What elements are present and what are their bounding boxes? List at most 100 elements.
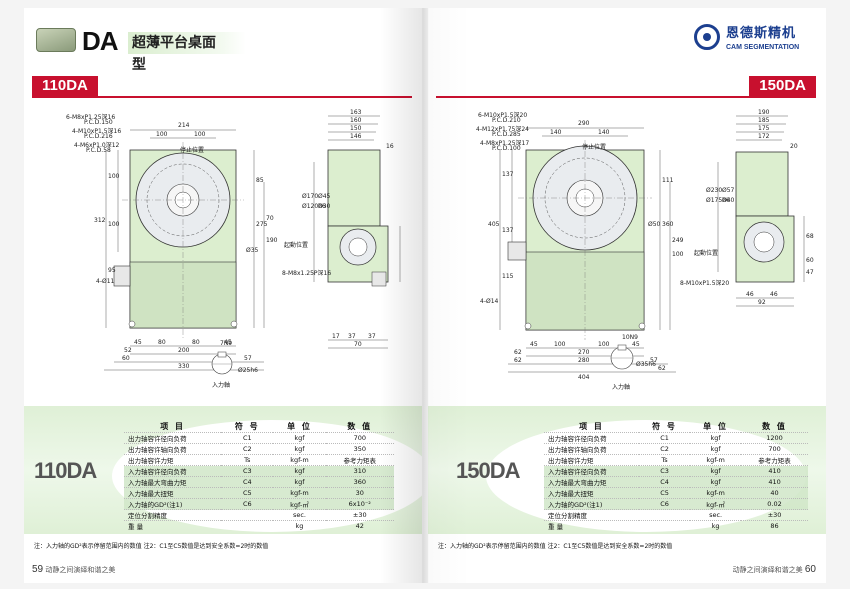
dims-top: 214 100 100 163 160 150 146 16 [156, 109, 394, 150]
start-position-label: 起動位置 [284, 242, 309, 249]
dims-bottom: 45 100 100 45 62 270 57 62 280 62 404 46… [514, 291, 778, 381]
dim-146: 146 [350, 133, 362, 140]
dim-d30: Ø30 [318, 203, 331, 210]
dim-100a: 100 [156, 131, 168, 138]
dim-172: 172 [758, 133, 770, 140]
series-header: DA 超薄平台桌面型 [36, 26, 246, 73]
technical-drawing: 214 100 100 163 160 150 146 16 45 80 80 … [94, 109, 401, 375]
dim-185: 185 [758, 117, 770, 124]
mount-hole-label: 4-Ø11 [96, 278, 115, 285]
spec-header-row: 项 目 符 号 单 位 数 值 [124, 421, 394, 433]
dim-140a: 140 [550, 129, 562, 136]
col-value: 数 值 [347, 422, 373, 431]
page-left: DA 超薄平台桌面型 110DA [24, 8, 422, 583]
thread-label: 8-M8x1.25P深16 [282, 270, 332, 277]
dim-47: 47 [806, 269, 814, 276]
dim-249: 249 [672, 237, 684, 244]
dim-163: 163 [350, 109, 362, 116]
dim-60: 60 [122, 355, 130, 362]
dim-d120h6: Ø120h6 [302, 203, 326, 210]
dim-57: 57 [244, 355, 252, 362]
dim-100b: 100 [598, 341, 610, 348]
dim-17: 17 [332, 333, 340, 340]
dim-d45: Ø45 [318, 193, 331, 200]
dim-111: 111 [662, 177, 674, 184]
thread-label: 8-M10xP1.5深20 [680, 280, 730, 287]
model-tab: 150DA [749, 76, 816, 96]
callout-4: P.C.D.285 [492, 131, 521, 138]
dim-200: 200 [178, 347, 190, 354]
input-shaft-label: 入力軸 [612, 384, 631, 391]
stop-position-label: 停止位置 [582, 144, 607, 151]
dim-45a: 45 [530, 341, 538, 348]
col-unit: 单 位 [287, 422, 312, 431]
dim-80b: 80 [192, 339, 200, 346]
dim-140b: 140 [598, 129, 610, 136]
dim-92: 92 [758, 299, 766, 306]
dim-100a: 100 [554, 341, 566, 348]
dim-45a: 45 [134, 339, 142, 346]
brand-mark-icon [694, 24, 720, 50]
dim-100c: 100 [108, 173, 120, 180]
dim-290: 290 [578, 120, 590, 127]
dim-275: 275 [256, 221, 268, 228]
keyway-label: 7N9 [220, 340, 233, 347]
dim-d25h6: Ø25h6 [238, 367, 258, 374]
col-symbol: 符 号 [652, 422, 677, 431]
dim-360: 360 [662, 221, 674, 228]
dim-20: 20 [790, 143, 798, 150]
dim-d35h6: Ø35h6 [636, 361, 656, 368]
callout-6: P.C.D.100 [492, 145, 521, 152]
dim-137a: 137 [502, 171, 514, 178]
page-number: 59 [32, 564, 44, 575]
dim-100d: 100 [108, 221, 120, 228]
footnote: 注：入力轴的GD²表示停留范围内的数值 注2：C1至C5数值是达到安全系数=2时… [438, 543, 673, 550]
dim-68: 68 [806, 233, 814, 240]
dim-137b: 137 [502, 227, 514, 234]
dim-d40: Ø40 [722, 197, 735, 204]
dim-330: 330 [178, 363, 190, 370]
dim-45b: 45 [632, 341, 640, 348]
dim-190: 190 [266, 237, 278, 244]
input-shaft-label: 入力軸 [212, 382, 231, 389]
dim-57: 57 [650, 357, 658, 364]
spec-model-name: 110DA [34, 458, 97, 483]
dim-62a: 62 [514, 349, 522, 356]
col-unit: 单 位 [703, 422, 728, 431]
stop-position-label: 停止位置 [180, 147, 205, 154]
footnote: 注：入力轴的GD²表示停留范围内的数值 注2：C1至C5数值是达到安全系数=2时… [34, 543, 269, 550]
page-number: 60 [804, 564, 816, 575]
callout-2: P.C.D.210 [492, 117, 521, 124]
col-symbol: 符 号 [234, 422, 260, 431]
dim-d175h6: Ø175h6 [706, 197, 730, 204]
dims-top: 290 140 140 190 185 175 172 20 [550, 109, 798, 150]
dims-side: 405 137 137 115 111 360 249 100 Ø230 Ø17… [488, 171, 814, 368]
dim-46a: 46 [746, 291, 754, 298]
dims-side: 312 100 100 95 85 275 190 70 Ø170 Ø120h6… [94, 173, 331, 374]
callout-4: P.C.D.216 [84, 133, 113, 140]
dim-115: 115 [502, 273, 514, 280]
keyway-label: 10N9 [622, 334, 638, 341]
dim-100b: 100 [194, 131, 206, 138]
dim-d170: Ø170 [302, 193, 318, 200]
callout-6: P.C.D.58 [86, 147, 111, 154]
dim-150: 150 [350, 125, 362, 132]
dim-100s: 100 [672, 251, 684, 258]
dim-d35: Ø35 [246, 247, 259, 254]
